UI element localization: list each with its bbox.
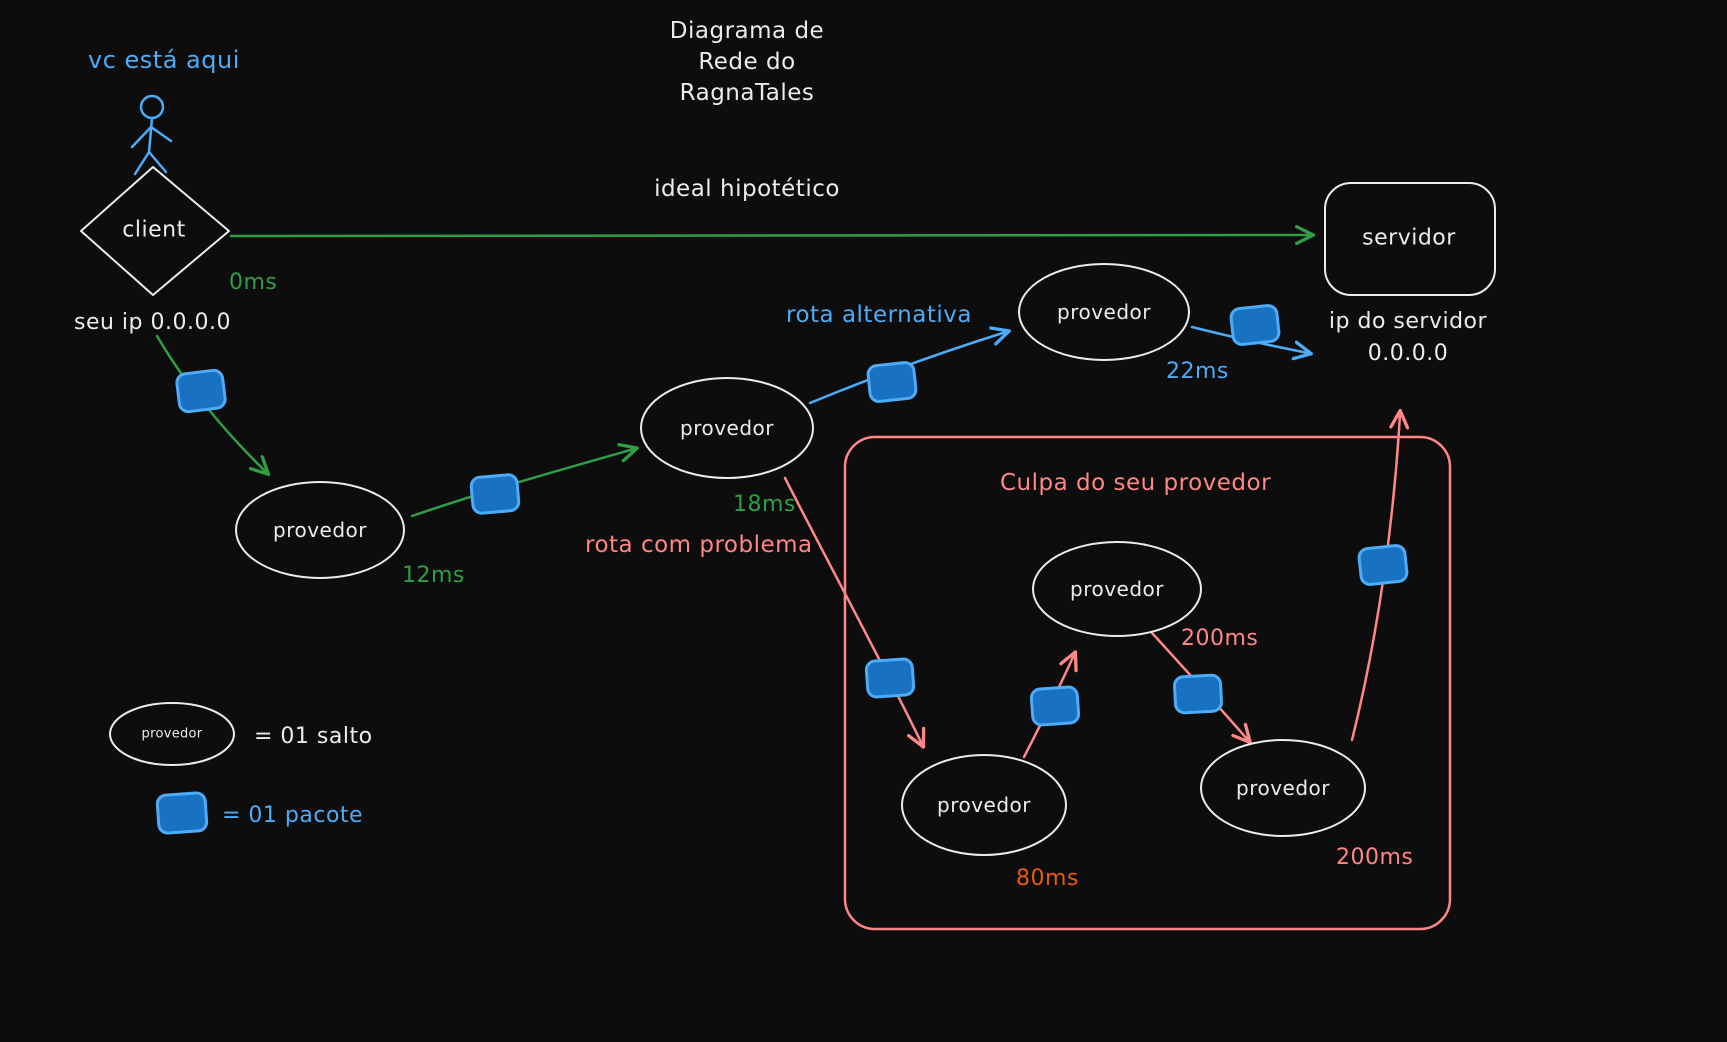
legend-salto-label: = 01 salto <box>254 724 373 749</box>
you-are-here-label: vc está aqui <box>88 46 240 74</box>
page-title: Diagrama de Rede do RagnaTales <box>670 16 824 109</box>
provider5-label: provedor <box>1069 577 1165 601</box>
blame-box <box>843 435 1452 931</box>
packet-icon <box>1229 304 1281 346</box>
server-ip-line-2: 0.0.0.0 <box>1367 341 1449 366</box>
provider4-ellipse <box>901 754 1067 856</box>
provider1-label: provedor <box>272 518 368 542</box>
ideal-path-label: ideal hipotético <box>654 176 840 202</box>
red-arrow-to-provider4 <box>783 476 922 744</box>
packet-icon <box>1173 673 1223 715</box>
provider4-label: provedor <box>936 793 1032 817</box>
blame-box-label: Culpa do seu provedor <box>1000 470 1272 496</box>
hop2-latency: 18ms <box>733 492 796 517</box>
client-diamond <box>80 166 230 296</box>
provider2-label: provedor <box>679 416 775 440</box>
provider3-label: provedor <box>1056 300 1152 324</box>
server-label: servidor <box>1362 225 1456 251</box>
bad2-latency: 200ms <box>1181 626 1259 651</box>
provider6-ellipse <box>1200 739 1366 837</box>
ideal-arrow <box>229 235 1310 236</box>
provider5-ellipse <box>1032 541 1202 637</box>
title-line-3: RagnaTales <box>679 80 815 106</box>
client-label: client <box>122 217 186 243</box>
alt-latency: 22ms <box>1166 359 1229 384</box>
packet-icon <box>864 657 916 699</box>
title-line-2: Rede do <box>698 49 796 75</box>
server-ip-line-1: ip do servidor <box>1328 309 1488 334</box>
bad3-latency: 200ms <box>1336 845 1414 870</box>
legend-pacote-label: = 01 pacote <box>222 803 364 828</box>
your-ip-label: seu ip 0.0.0.0 <box>74 310 231 335</box>
provider3-ellipse <box>1018 263 1190 361</box>
packet-icon <box>866 361 918 403</box>
title-line-1: Diagrama de <box>669 18 825 44</box>
legend-provider-label: provedor <box>141 726 203 742</box>
ideal-latency: 0ms <box>229 270 278 295</box>
legend-packet-icon <box>155 791 209 835</box>
person-icon <box>130 94 173 176</box>
packet-icon <box>1357 544 1409 586</box>
packet-icon <box>175 368 227 414</box>
alt-route-label: rota alternativa <box>786 302 972 328</box>
hop1-latency: 12ms <box>402 563 465 588</box>
provider1-ellipse <box>235 481 405 579</box>
legend-provider-ellipse <box>109 702 235 766</box>
server-box <box>1324 182 1496 296</box>
server-ip-label: ip do servidor 0.0.0.0 <box>1329 306 1487 370</box>
problem-route-label: rota com problema <box>585 532 813 558</box>
bad1-latency: 80ms <box>1016 866 1079 891</box>
provider6-label: provedor <box>1235 776 1331 800</box>
provider2-ellipse <box>640 377 814 479</box>
packet-icon <box>1029 685 1081 727</box>
green-arrow-to-provider2 <box>410 449 634 518</box>
packet-icon <box>469 473 521 515</box>
